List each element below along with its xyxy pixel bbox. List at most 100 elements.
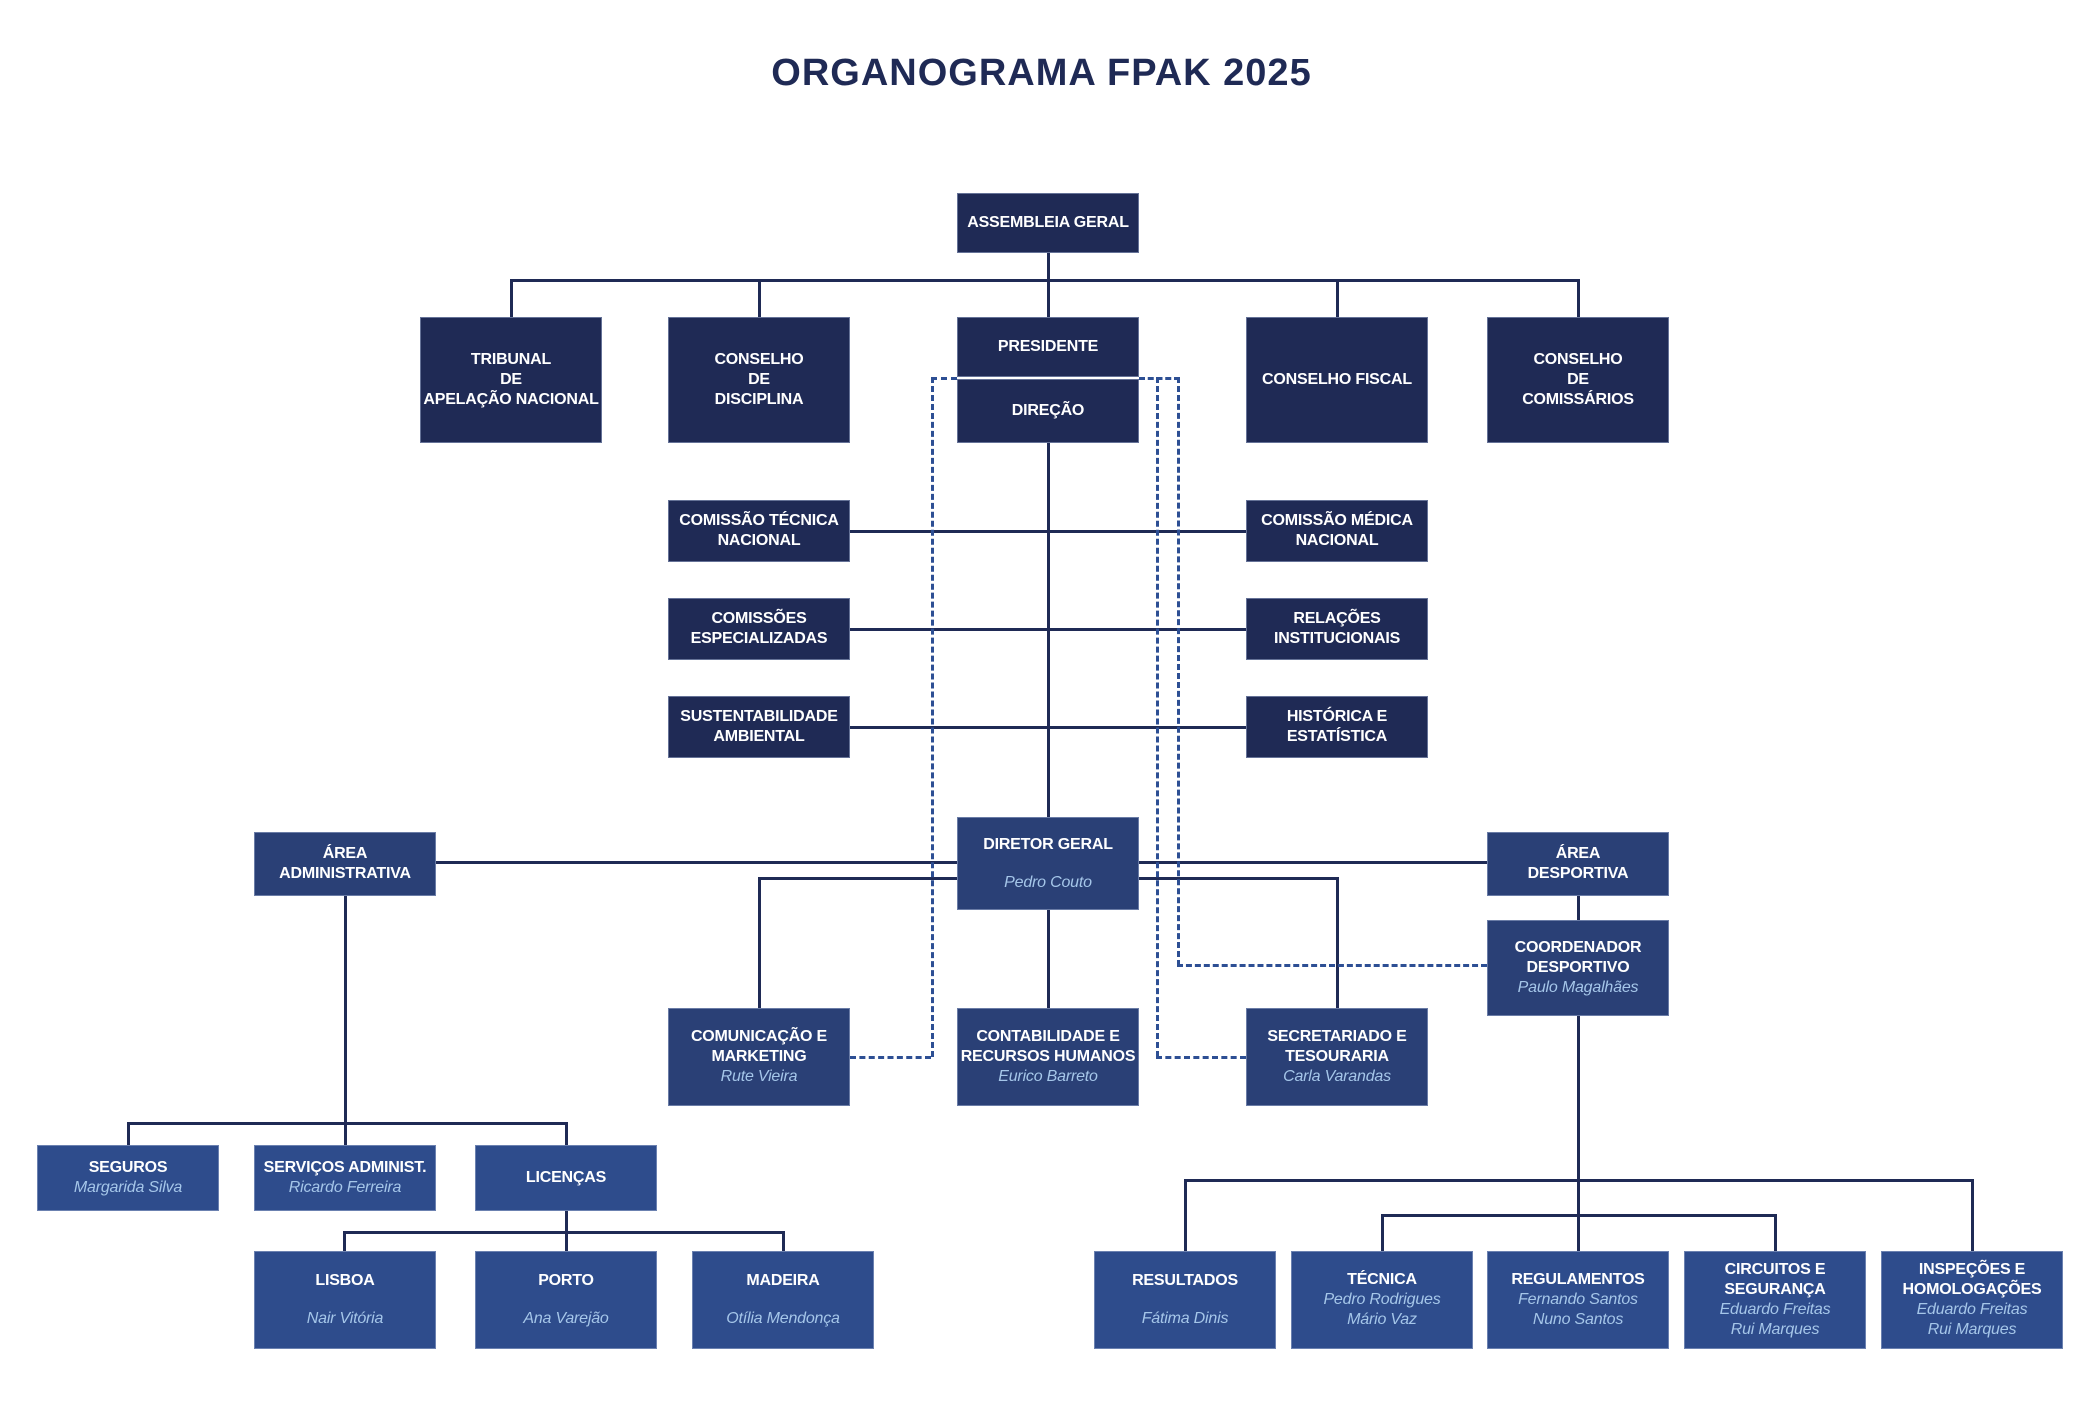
node-label: SERVIÇOS ADMINIST. [263, 1159, 427, 1176]
person-name: Nair Vitória [306, 1310, 384, 1327]
connector-drop-inspecoes [1971, 1179, 1974, 1251]
node-label: ÁREA [322, 845, 368, 862]
person-name: Mário Vaz [1347, 1311, 1417, 1328]
node-contabilidade-recursos-humanos: CONTABILIDADE E RECURSOS HUMANOS Eurico … [957, 1008, 1139, 1106]
connector-drop-seguros [127, 1122, 130, 1145]
node-conselho-fiscal: CONSELHO FISCAL [1246, 317, 1428, 443]
node-licencas-porto: PORTO Ana Varejão [475, 1251, 657, 1349]
node-historica-estatistica: HISTÓRICA E ESTATÍSTICA [1246, 696, 1428, 758]
node-label: DE [1567, 371, 1589, 388]
node-secretariado-tesouraria: SECRETARIADO E TESOURARIA Carla Varandas [1246, 1008, 1428, 1106]
node-label: RECURSOS HUMANOS [960, 1048, 1136, 1065]
node-seguros: SEGUROS Margarida Silva [37, 1145, 219, 1211]
node-coordenador-desportivo: COORDENADOR DESPORTIVO Paulo Magalhães [1487, 920, 1669, 1016]
node-label: COMUNICAÇÃO E [690, 1028, 828, 1045]
node-label: HISTÓRICA E [1286, 708, 1388, 725]
node-label: ESPECIALIZADAS [690, 630, 828, 647]
node-licencas-lisboa: LISBOA Nair Vitória [254, 1251, 436, 1349]
dashed-direcao-coordenador-v [1177, 377, 1180, 966]
node-assembleia-geral: ASSEMBLEIA GERAL [957, 193, 1139, 253]
person-name: Fernando Santos [1518, 1291, 1638, 1308]
node-label: CONTABILIDADE E [976, 1028, 1120, 1045]
node-label: DISCIPLINA [714, 391, 804, 408]
node-label: DE [748, 371, 770, 388]
connector-diretor-comunicacao-v [758, 877, 761, 1008]
dashed-coordenador-h [1177, 964, 1487, 967]
node-area-administrativa: ÁREA ADMINISTRATIVA [254, 832, 436, 896]
node-label: ÁREA [1555, 845, 1601, 862]
person-block: Otília Mendonça [726, 1309, 840, 1329]
node-label: ADMINISTRATIVA [279, 865, 411, 882]
connector-diretor-areadesp [1139, 861, 1487, 864]
connector-drop-comissarios [1577, 279, 1580, 317]
node-label: LISBOA [315, 1272, 375, 1289]
node-tribunal-apelacao-nacional: TRIBUNAL DE APELAÇÃO NACIONAL [420, 317, 602, 443]
person-name: Rute Vieira [720, 1068, 798, 1085]
connector-drop-presidente [1047, 279, 1050, 317]
node-inspecoes-homologacoes: INSPEÇÕES E HOMOLOGAÇÕES Eduardo Freitas… [1881, 1251, 2063, 1349]
node-area-desportiva: ÁREA DESPORTIVA [1487, 832, 1669, 896]
person-name: Ana Varejão [523, 1310, 609, 1327]
node-label: ASSEMBLEIA GERAL [967, 214, 1129, 231]
person-name: Pedro Couto [1004, 873, 1092, 891]
connector-drop-tribunal [510, 279, 513, 317]
node-label: CONSELHO FISCAL [1262, 371, 1412, 388]
node-label: AMBIENTAL [713, 728, 805, 745]
node-label: ESTATÍSTICA [1286, 728, 1388, 745]
dashed-direcao-right-h [1139, 377, 1180, 380]
node-resultados: RESULTADOS Fátima Dinis [1094, 1251, 1276, 1349]
node-label: COMISSÃO MÉDICA [1261, 512, 1413, 529]
person-name: Eduardo Freitas [1719, 1301, 1831, 1318]
connector-commissions-row1 [850, 530, 1246, 533]
connector-drop-licencas [565, 1122, 568, 1145]
node-label: INSTITUCIONAIS [1273, 630, 1401, 647]
person-name: Nuno Santos [1532, 1311, 1624, 1328]
person-name: Eduardo Freitas [1916, 1301, 2028, 1318]
connector-diretor-contabilidade [1047, 910, 1050, 1008]
node-label: NACIONAL [1295, 532, 1379, 549]
dashed-direcao-left-h [931, 377, 957, 380]
node-servicos-administrativos: SERVIÇOS ADMINIST. Ricardo Ferreira [254, 1145, 436, 1211]
connector-diretor-secretariado-h [1139, 877, 1337, 880]
connector-drop-lisboa [343, 1231, 346, 1251]
connector-areadesp-coordenador [1577, 896, 1580, 920]
person-block: Pedro Couto [1004, 873, 1092, 893]
connector-commissions-row2 [850, 628, 1246, 631]
node-label: PORTO [538, 1272, 594, 1289]
connector-drop-circuitos [1774, 1214, 1777, 1251]
dashed-comunicacao-h [850, 1056, 931, 1059]
node-label: TRIBUNAL [470, 351, 552, 368]
node-comissao-tecnica-nacional: COMISSÃO TÉCNICA NACIONAL [668, 500, 850, 562]
node-licencas-madeira: MADEIRA Otília Mendonça [692, 1251, 874, 1349]
node-label: COMISSÃO TÉCNICA [679, 512, 839, 529]
connector-desportiva-rail2 [1381, 1214, 1776, 1217]
node-label: DESPORTIVA [1527, 865, 1629, 882]
dashed-secretariado-h [1156, 1056, 1246, 1059]
node-label: INSPEÇÕES E [1918, 1261, 2026, 1278]
node-label: SECRETARIADO E [1267, 1028, 1407, 1045]
connector-commissions-row3 [850, 726, 1246, 729]
person-name: Rui Marques [1927, 1321, 2017, 1338]
dashed-direcao-comunicacao-v [931, 377, 934, 1057]
node-label: LICENÇAS [525, 1169, 607, 1186]
connector-row2-rail [510, 279, 1580, 282]
connector-assembleia-down [1047, 253, 1050, 280]
node-regulamentos: REGULAMENTOS Fernando Santos Nuno Santos [1487, 1251, 1669, 1349]
node-label: CONSELHO [1533, 351, 1623, 368]
person-block: Ana Varejão [523, 1309, 608, 1329]
chart-title: ORGANOGRAMA FPAK 2025 [771, 52, 1312, 94]
node-label: DE [500, 371, 522, 388]
connector-drop-disciplina [758, 279, 761, 317]
person-block: Fátima Dinis [1142, 1309, 1229, 1329]
node-conselho-comissarios: CONSELHO DE COMISSÁRIOS [1487, 317, 1669, 443]
connector-admin-rail [127, 1122, 566, 1125]
person-name: Pedro Rodrigues [1323, 1291, 1441, 1308]
connector-diretor-comunicacao-h [758, 877, 957, 880]
node-relacoes-institucionais: RELAÇÕES INSTITUCIONAIS [1246, 598, 1428, 660]
node-label: DIRETOR GERAL [983, 835, 1113, 853]
node-circuitos-seguranca: CIRCUITOS E SEGURANÇA Eduardo Freitas Ru… [1684, 1251, 1866, 1349]
node-label: NACIONAL [717, 532, 801, 549]
node-label: SEGUROS [88, 1159, 168, 1176]
connector-drop-porto [565, 1231, 568, 1251]
